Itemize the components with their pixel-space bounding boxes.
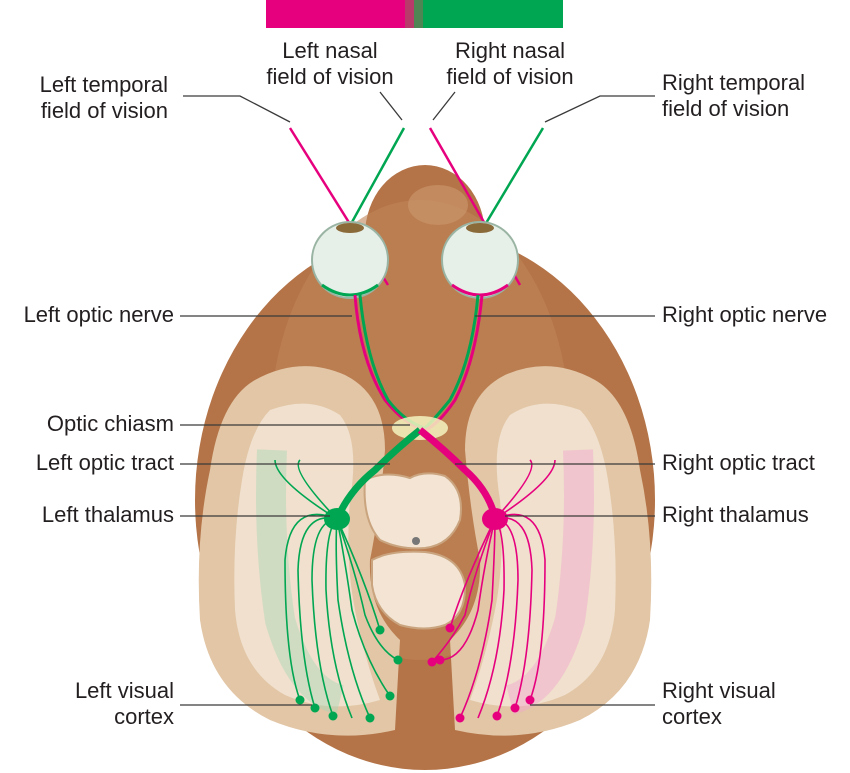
right-nasal-field-label: Right nasal field of vision [446, 38, 574, 89]
left-cortex-endpoints [295, 625, 403, 723]
right-field-color-swatch [414, 0, 563, 28]
right-thalamus-label: Right thalamus [662, 502, 809, 527]
optic-chiasm-label: Optic chiasm [46, 411, 174, 436]
brain-section-icon [198, 366, 652, 736]
right-optic-nerve-label: Right optic nerve [662, 302, 828, 327]
left-temporal-field-label: Left temporal field of vision [39, 72, 168, 123]
left-optic-nerve-label: Left optic nerve [23, 302, 174, 327]
visual-field-color-bar [266, 0, 563, 28]
right-temporal-field-label: Right temporal field of vision [662, 70, 806, 121]
left-nasal-field-label: Left nasal field of vision [266, 38, 394, 89]
right-cortex-endpoints [427, 623, 535, 723]
left-thalamus-label: Left thalamus [41, 502, 174, 527]
label-leader-lines [180, 91, 655, 706]
right-optic-radiation [431, 459, 556, 719]
right-visual-cortex-label: Right visual cortex [662, 678, 776, 729]
left-optic-tract-label: Left optic tract [35, 450, 174, 475]
left-optic-radiation [274, 459, 399, 719]
left-field-color-swatch [266, 0, 414, 28]
right-optic-tract-label: Right optic tract [662, 450, 815, 475]
eyeball-icon [311, 221, 519, 299]
optic-pathway [334, 294, 499, 519]
left-visual-cortex-label: Left visual cortex [74, 678, 174, 729]
